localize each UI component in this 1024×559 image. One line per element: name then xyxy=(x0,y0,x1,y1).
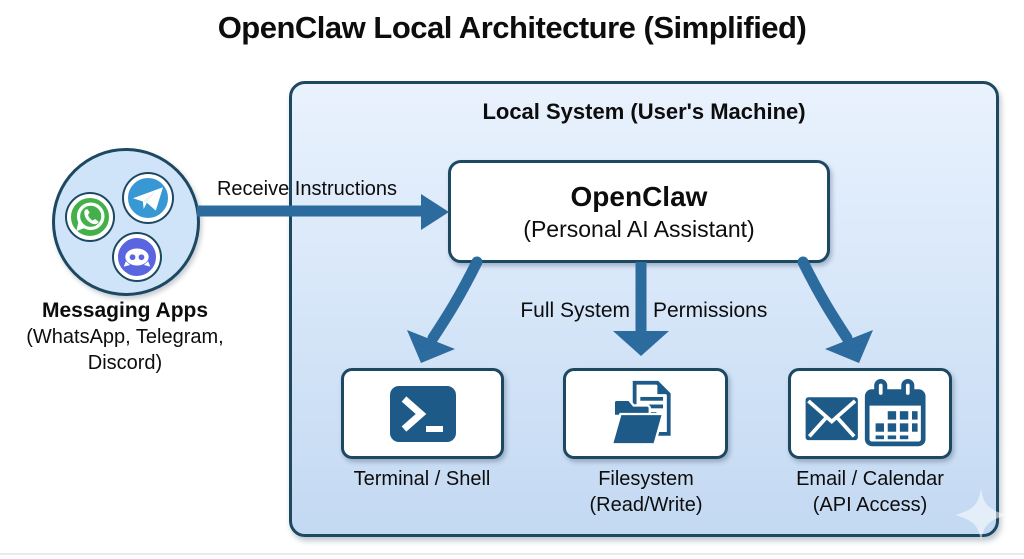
receive-instructions-label: Receive Instructions xyxy=(216,178,398,200)
messaging-apps-cluster xyxy=(52,148,200,296)
terminal-icon xyxy=(389,385,456,442)
openclaw-title: OpenClaw xyxy=(570,180,708,212)
email-calendar-box xyxy=(788,368,952,459)
page-title: OpenClaw Local Architecture (Simplified) xyxy=(217,10,807,45)
folder-document-icon xyxy=(609,380,671,445)
telegram-icon xyxy=(124,174,172,222)
terminal-shell-box xyxy=(341,368,504,459)
filesystem-label: Filesystem (Read/Write) xyxy=(589,468,703,516)
terminal-shell-label: Terminal / Shell xyxy=(353,468,491,490)
messaging-apps-title: Messaging Apps xyxy=(41,299,209,322)
openclaw-subtitle: (Personal AI Assistant) xyxy=(523,215,755,242)
bottom-divider xyxy=(0,553,1024,555)
openclaw-box: OpenClaw (Personal AI Assistant) xyxy=(448,160,830,263)
email-calendar-icon xyxy=(805,378,926,446)
whatsapp-icon xyxy=(67,194,113,240)
local-system-title: Local System (User's Machine) xyxy=(482,99,806,124)
sparkle-icon xyxy=(955,489,1007,541)
email-calendar-label: Email / Calendar (API Access) xyxy=(796,468,944,516)
messaging-apps-subtitle: (WhatsApp, Telegram, Discord) xyxy=(26,326,224,374)
messaging-apps-label: Messaging Apps (WhatsApp, Telegram, Disc… xyxy=(6,298,244,376)
permissions-label: Permissions xyxy=(653,299,768,322)
filesystem-box xyxy=(563,368,728,459)
full-system-label: Full System xyxy=(520,299,630,322)
discord-icon xyxy=(114,234,160,280)
